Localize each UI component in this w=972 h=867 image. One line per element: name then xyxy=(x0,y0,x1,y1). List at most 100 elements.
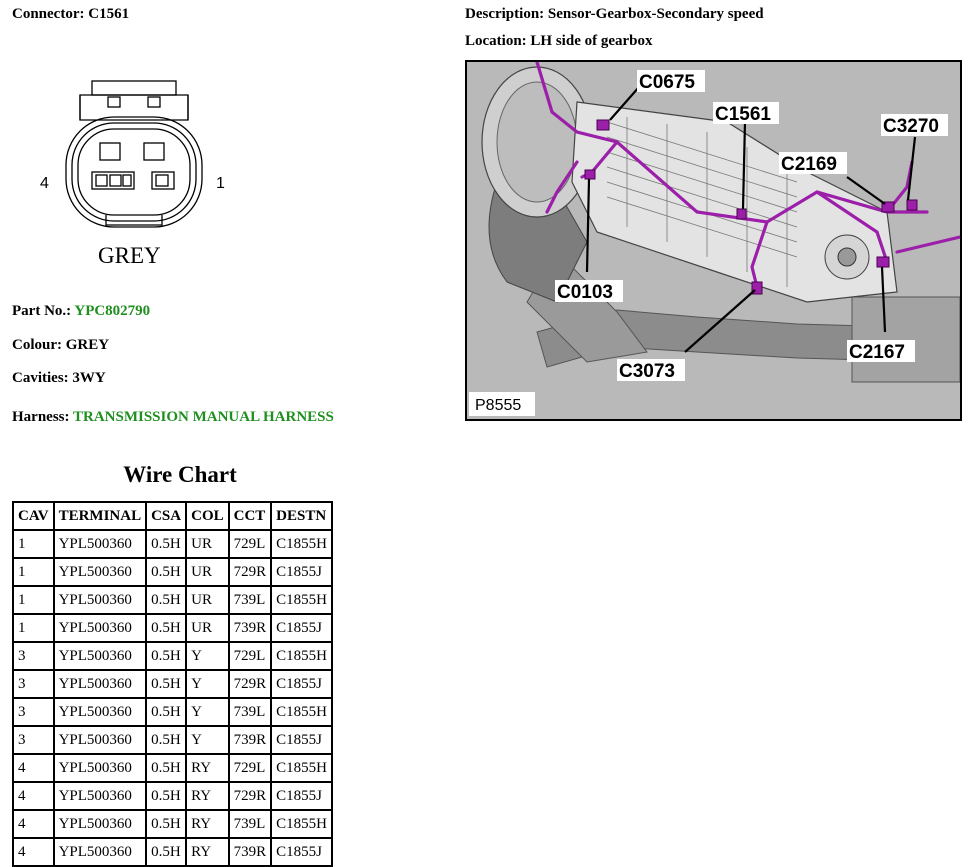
harness-label: Harness: xyxy=(12,409,70,425)
harness-link[interactable]: TRANSMISSION MANUAL HARNESS xyxy=(72,409,334,425)
cell-csa: 0.5H xyxy=(147,699,186,725)
cell-col: Y xyxy=(187,699,228,725)
cell-terminal: YPL500360 xyxy=(54,643,146,669)
cell-destn: C1855H xyxy=(272,811,331,837)
cell-terminal: YPL500360 xyxy=(54,615,146,641)
cell-cct: 729L xyxy=(229,643,271,669)
cell-terminal: YPL500360 xyxy=(54,755,146,781)
cell-cct: 739L xyxy=(229,699,271,725)
col-header-csa: CSA xyxy=(147,503,186,529)
cell-destn: C1855H xyxy=(272,755,331,781)
colour-value: GREY xyxy=(65,337,110,353)
callout-c1561: C1561 xyxy=(715,104,771,125)
cell-col: Y xyxy=(187,727,228,753)
connector-value: C1561 xyxy=(88,6,130,22)
cell-cct: 739R xyxy=(229,615,271,641)
cell-destn: C1855J xyxy=(272,671,331,697)
part-number-link[interactable]: YPC802790 xyxy=(74,303,151,319)
cell-destn: C1855H xyxy=(272,699,331,725)
cell-col: Y xyxy=(187,671,228,697)
cell-csa: 0.5H xyxy=(147,811,186,837)
wire-chart-header-row: CAV TERMINAL CSA COL CCT DESTN xyxy=(14,503,331,529)
cell-cav: 1 xyxy=(14,615,53,641)
cell-csa: 0.5H xyxy=(147,755,186,781)
cell-terminal: YPL500360 xyxy=(54,839,146,865)
col-header-destn: DESTN xyxy=(272,503,331,529)
cell-cct: 739L xyxy=(229,811,271,837)
cell-csa: 0.5H xyxy=(147,559,186,585)
cell-csa: 0.5H xyxy=(147,587,186,613)
cell-cav: 1 xyxy=(14,531,53,557)
description-label: Description: xyxy=(465,6,545,22)
cell-cct: 729L xyxy=(229,531,271,557)
description-row: Description: Sensor-Gearbox-Secondary sp… xyxy=(465,6,764,23)
cell-terminal: YPL500360 xyxy=(54,531,146,557)
pin-1-label: 1 xyxy=(216,175,225,192)
cell-cav: 3 xyxy=(14,699,53,725)
cell-terminal: YPL500360 xyxy=(54,783,146,809)
col-header-cav: CAV xyxy=(14,503,53,529)
callout-c2169: C2169 xyxy=(781,154,837,175)
cell-destn: C1855J xyxy=(272,783,331,809)
cell-cct: 729L xyxy=(229,755,271,781)
figure-reference: P8555 xyxy=(475,397,521,414)
cavities-value: 3WY xyxy=(72,370,106,386)
cell-csa: 0.5H xyxy=(147,839,186,865)
cell-col: Y xyxy=(187,643,228,669)
connector-face-drawing: 4 1 GREY xyxy=(30,75,260,280)
pin-4-label: 4 xyxy=(40,175,49,192)
cell-cav: 3 xyxy=(14,671,53,697)
cell-col: RY xyxy=(187,783,228,809)
cell-cav: 3 xyxy=(14,643,53,669)
col-header-cct: CCT xyxy=(229,503,271,529)
cell-cav: 4 xyxy=(14,839,53,865)
cell-destn: C1855H xyxy=(272,643,331,669)
cell-csa: 0.5H xyxy=(147,783,186,809)
cell-terminal: YPL500360 xyxy=(54,671,146,697)
connector-label-row: Connector: C1561 xyxy=(12,6,129,23)
cell-cct: 729R xyxy=(229,671,271,697)
cell-destn: C1855H xyxy=(272,531,331,557)
connector-label: Connector: xyxy=(12,6,85,22)
cell-cct: 739L xyxy=(229,587,271,613)
cell-terminal: YPL500360 xyxy=(54,699,146,725)
colour-row: Colour: GREY xyxy=(12,337,109,354)
harness-row: Harness: TRANSMISSION MANUAL HARNESS xyxy=(12,409,334,426)
cell-csa: 0.5H xyxy=(147,615,186,641)
cell-destn: C1855J xyxy=(272,559,331,585)
cell-col: UR xyxy=(187,531,228,557)
wire-chart-title: Wire Chart xyxy=(123,462,237,487)
cell-csa: 0.5H xyxy=(147,643,186,669)
cell-destn: C1855J xyxy=(272,839,331,865)
cell-cav: 3 xyxy=(14,727,53,753)
callout-c2167: C2167 xyxy=(849,342,905,363)
cell-terminal: YPL500360 xyxy=(54,727,146,753)
cell-col: UR xyxy=(187,587,228,613)
location-illustration: C0675 C1561 C3270 C2169 C0103 C3073 C216… xyxy=(465,60,962,421)
connector-color-label: GREY xyxy=(98,243,161,268)
cell-cav: 4 xyxy=(14,783,53,809)
cell-cav: 4 xyxy=(14,755,53,781)
cell-csa: 0.5H xyxy=(147,671,186,697)
callout-c0675: C0675 xyxy=(639,72,695,93)
cell-cav: 1 xyxy=(14,559,53,585)
cell-cct: 729R xyxy=(229,559,271,585)
cell-cct: 739R xyxy=(229,839,271,865)
cell-destn: C1855H xyxy=(272,587,331,613)
cell-col: RY xyxy=(187,839,228,865)
part-row: Part No.: YPC802790 xyxy=(12,303,150,320)
cell-terminal: YPL500360 xyxy=(54,811,146,837)
cell-terminal: YPL500360 xyxy=(54,559,146,585)
cell-col: UR xyxy=(187,615,228,641)
